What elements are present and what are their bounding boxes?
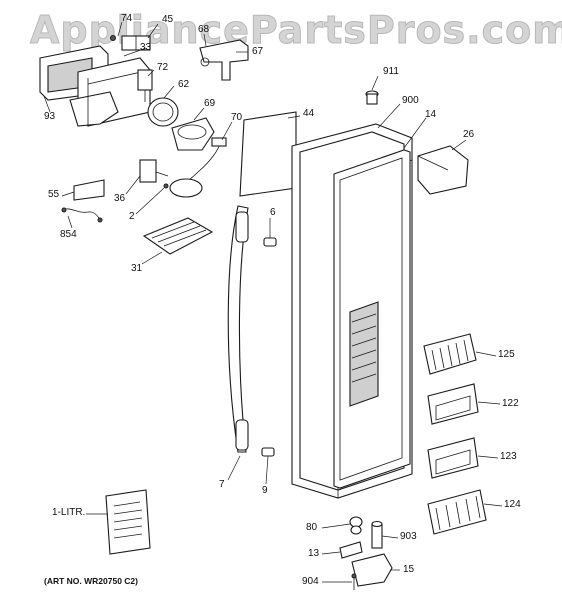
drip-cup: [171, 117, 215, 151]
callout-69: 69: [204, 98, 216, 109]
leader-lines: [43, 21, 503, 583]
callout-72: 72: [157, 62, 169, 73]
art-number: (ART NO. WR20750 C2): [44, 576, 138, 586]
door-handle: [227, 205, 249, 453]
callout-123: 123: [500, 451, 517, 462]
callout-903: 903: [400, 531, 417, 542]
callout-62: 62: [178, 79, 190, 90]
callout-904: 904: [302, 576, 319, 587]
spring-80: [349, 516, 363, 535]
cap: [365, 90, 379, 105]
door-bin-122: [427, 383, 479, 425]
callout-70: 70: [231, 112, 243, 123]
callout-125: 125: [498, 349, 515, 360]
callout-68: 68: [198, 24, 210, 35]
literature-booklet: [105, 489, 151, 555]
handle-screw-top: [263, 237, 277, 247]
callout-14: 14: [425, 109, 437, 120]
callout-122: 122: [502, 398, 519, 409]
control-housing: [39, 35, 151, 127]
callout-45: 45: [162, 14, 174, 25]
callout-44: 44: [303, 108, 315, 119]
dispenser-panel-cover: [239, 111, 297, 197]
callout-6: 6: [270, 207, 276, 218]
callout-911: 911: [383, 66, 399, 77]
wire-shelf-125: [423, 333, 477, 375]
callout-1-litr: 1-LITR.: [52, 507, 86, 518]
callout-13: 13: [308, 548, 320, 559]
door-gasket: [333, 149, 411, 489]
callout-9: 9: [262, 485, 268, 496]
callout-67: 67: [252, 46, 264, 57]
callout-7: 7: [219, 479, 225, 490]
bracket: [199, 39, 249, 81]
bracket-13: [339, 541, 363, 559]
callout-33: 33: [140, 42, 152, 53]
callout-2: 2: [129, 211, 135, 222]
callout-15: 15: [403, 564, 415, 575]
wire-shelf-124: [427, 489, 487, 535]
callout-900: 900: [402, 95, 419, 106]
callout-36: 36: [114, 193, 126, 204]
dairy-bin: [417, 145, 469, 195]
callout-74: 74: [121, 13, 133, 24]
screw-904: [351, 573, 357, 590]
ice-chute-part: [139, 159, 169, 189]
control-module: [61, 179, 105, 223]
dispenser-grille: [142, 217, 214, 255]
ring-light-housing: [147, 97, 179, 127]
handle-screw-bottom: [261, 447, 275, 457]
door-bin-123: [427, 437, 479, 479]
callout-31: 31: [131, 263, 143, 274]
watermark: AppliancePartsPros.com: [30, 8, 562, 53]
callout-854: 854: [60, 229, 77, 240]
callout-124: 124: [504, 499, 521, 510]
callout-80: 80: [306, 522, 318, 533]
callout-26: 26: [463, 129, 475, 140]
callout-93: 93: [44, 111, 56, 122]
actuator-15: [351, 553, 393, 587]
callout-55: 55: [48, 189, 60, 200]
switch: [137, 69, 153, 102]
wire-harness: [169, 137, 227, 198]
tube-903: [371, 520, 383, 549]
